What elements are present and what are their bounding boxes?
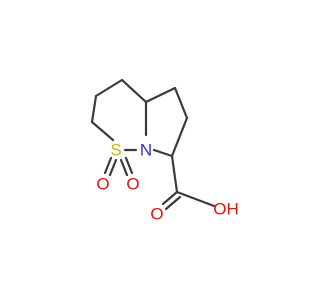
- bond-c6-c7: [170, 116, 189, 158]
- sulfonyl-bonds: [103, 156, 134, 177]
- sulfonyl-oxygen-left-label: O: [96, 175, 109, 194]
- bond-c3-c4: [120, 78, 148, 104]
- bond-s-c1: [90, 120, 115, 142]
- nitrogen-atom-label: N: [140, 141, 152, 160]
- bond-s-o1-b: [103, 156, 113, 175]
- bond-c4-c5: [144, 86, 177, 104]
- carbonyl-oxygen-label: O: [150, 205, 163, 224]
- bond-c8-o-double-b: [164, 195, 182, 211]
- pyrrolidine-ring: [144, 86, 189, 158]
- bond-c2-c3: [94, 78, 124, 98]
- bond-s-o2-b: [124, 156, 134, 175]
- bond-s-o1-a: [108, 158, 118, 177]
- structure-canvas: S N O O O OH: [90, 78, 239, 224]
- bond-c8-o-double-a: [161, 190, 179, 206]
- bond-c1-c2: [90, 94, 98, 124]
- bond-c5-c6: [173, 86, 189, 120]
- sultam-ring: [90, 78, 148, 152]
- bond-c7-n: [152, 148, 174, 158]
- bond-s-o2-a: [119, 158, 129, 177]
- hydroxyl-label: OH: [213, 200, 239, 219]
- carboxylic-acid-group: [161, 154, 216, 211]
- sulfur-atom-label: S: [110, 141, 121, 160]
- bond-c8-oh: [175, 190, 216, 208]
- bond-c7-c8: [170, 154, 179, 194]
- sulfonyl-oxygen-right-label: O: [126, 175, 139, 194]
